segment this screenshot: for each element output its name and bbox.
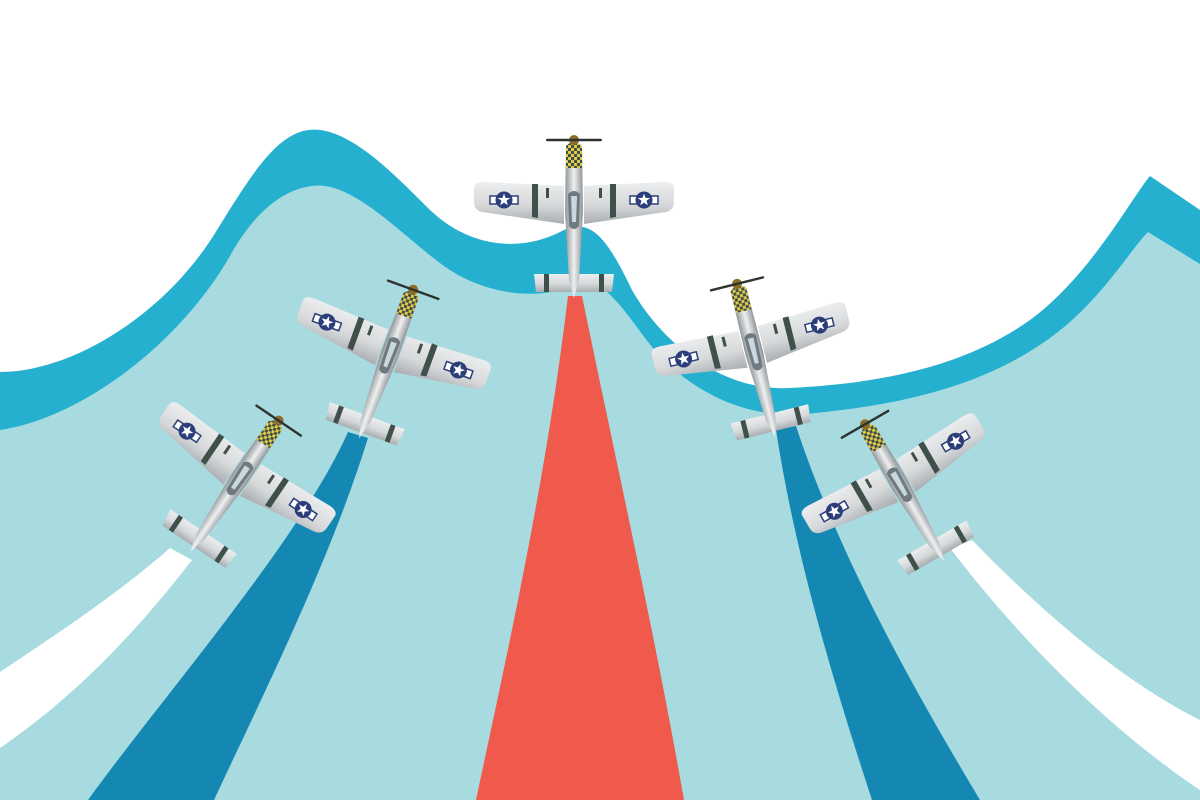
trail-left-white xyxy=(0,548,192,748)
trail-left-blue xyxy=(88,432,368,800)
trail-right-white xyxy=(950,540,1200,790)
trail-center xyxy=(476,296,684,800)
